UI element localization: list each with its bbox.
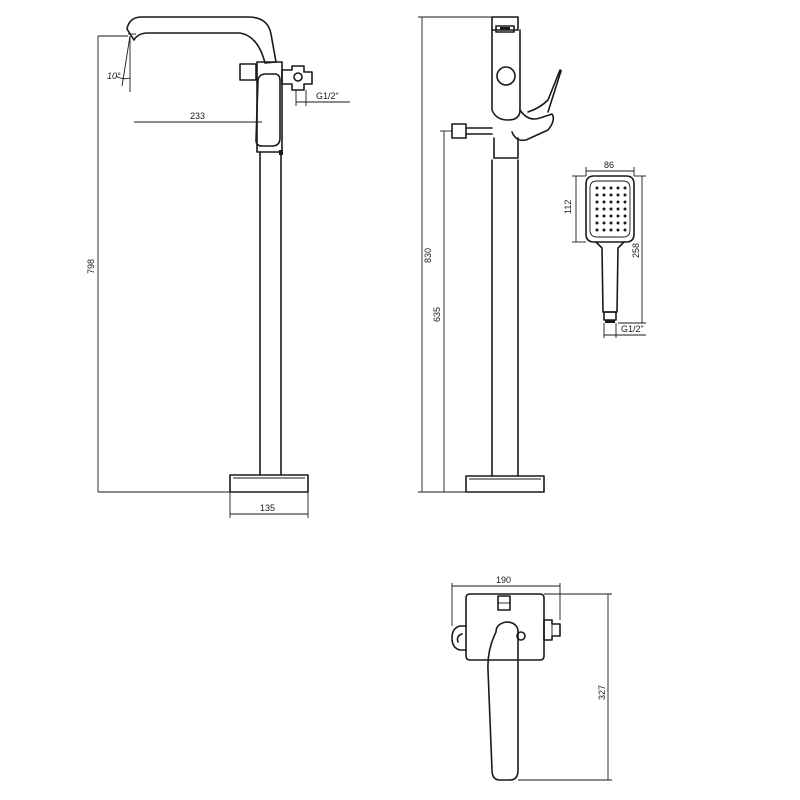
front-height-label: 830: [423, 248, 433, 263]
shower-face-label: 112: [563, 200, 573, 214]
front-base: [465, 475, 545, 493]
wall-lever-pin: [516, 631, 526, 641]
side-outlet-connector: [281, 65, 313, 91]
wall-plate: [465, 593, 545, 661]
front-lever: [527, 69, 562, 113]
front-spout-head: [491, 16, 519, 31]
wall-width-label: 190: [496, 575, 511, 585]
side-angle-label: 10°: [107, 71, 121, 81]
wall-view-mixer: 190 327: [451, 575, 612, 781]
shower-connector: [603, 311, 617, 321]
front-aerator: [495, 25, 515, 33]
side-inlet-thread-label: G1/2": [316, 91, 339, 101]
side-stem-marker: [279, 150, 283, 155]
side-view-mixer: G1/2" 10° 233 798 135: [86, 16, 350, 518]
wall-height-label: 327: [597, 685, 607, 700]
front-body: [491, 29, 521, 121]
side-base: [229, 474, 309, 493]
front-view-mixer: 830 635: [418, 16, 562, 493]
wall-hook: [451, 625, 467, 651]
front-column-neck: [493, 137, 519, 159]
side-height-label: 798: [86, 259, 96, 274]
shower-handle: [595, 241, 625, 313]
shower-head: [585, 175, 635, 243]
side-reach-label: 233: [190, 111, 205, 121]
hand-shower: 86 112 258 G1/2": [563, 160, 646, 338]
wall-side-connector: [543, 619, 561, 641]
side-angle-slant: [121, 35, 131, 87]
front-outlet-cap: [451, 123, 467, 139]
side-base-width-label: 135: [260, 503, 275, 513]
shower-width-label: 86: [604, 160, 614, 170]
shower-nozzles: [595, 186, 627, 232]
front-handle-hub: [496, 66, 516, 86]
side-cap: [239, 63, 257, 81]
shower-thread-label: G1/2": [621, 324, 644, 334]
side-lever: [255, 73, 281, 147]
front-handle-height-label: 635: [432, 307, 442, 322]
side-outlet-hole: [293, 72, 303, 82]
shower-length-label: 258: [631, 243, 641, 258]
wall-lever: [487, 621, 519, 781]
side-spout: [126, 16, 277, 64]
